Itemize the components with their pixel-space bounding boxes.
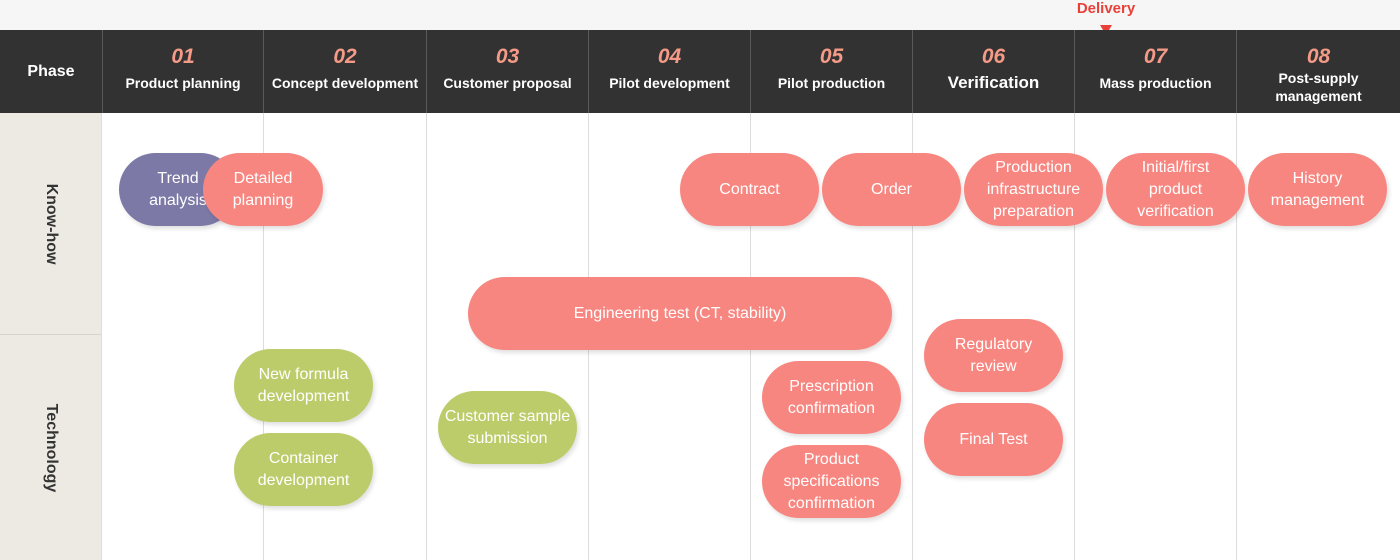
phase-02: 02 Concept development [264, 30, 427, 113]
task-customer-sample-submission: Customer sample submission [438, 391, 577, 464]
phase-name: Pilot production [777, 75, 886, 91]
column-divider [426, 113, 427, 560]
phase-04: 04 Pilot development [589, 30, 751, 113]
phase-number: 07 [1143, 45, 1168, 68]
task-production-infrastructure-preparation: Production infrastructure preparation [964, 153, 1103, 226]
task-label: Container development [257, 449, 350, 489]
row-label-text: Know-how [43, 183, 60, 264]
column-divider [263, 113, 264, 560]
task-label: Order [871, 180, 912, 198]
task-label: Regulatory review [954, 335, 1033, 375]
row-label-technology: Technology [0, 335, 102, 560]
task-history-management: History management [1248, 153, 1387, 226]
phase-label: Phase [27, 63, 75, 80]
task-engineering-test: Engineering test (CT, stability) [468, 277, 892, 350]
phase-number: 03 [495, 45, 520, 68]
phase-name: Customer proposal [443, 75, 572, 91]
task-label: Contract [719, 180, 780, 198]
task-label: Trend analysis [149, 169, 207, 209]
task-label: Product specifications confirmation [783, 450, 880, 512]
column-divider [912, 113, 913, 560]
task-label: New formula development [257, 365, 350, 405]
task-order: Order [822, 153, 961, 226]
task-initial-first-product-verification: Initial/first product verification [1106, 153, 1245, 226]
phase-number: 01 [171, 45, 195, 68]
task-label: Prescription confirmation [787, 377, 876, 417]
phase-name: Pilot development [609, 75, 730, 91]
task-container-development: Container development [234, 433, 373, 506]
phase-number: 02 [333, 45, 357, 68]
phase-name: Mass production [1099, 75, 1212, 91]
phase-number: 05 [819, 45, 844, 68]
phase-header: Phase 01 Product planning 02 Concept dev… [0, 30, 1400, 113]
task-label: History management [1270, 169, 1365, 209]
row-label-know-how: Know-how [0, 113, 102, 335]
task-label: Engineering test (CT, stability) [573, 304, 787, 322]
phase-08: 08 Post-supply management [1237, 30, 1400, 113]
phase-number: 04 [657, 45, 682, 68]
column-divider [1074, 113, 1075, 560]
column-divider [1236, 113, 1237, 560]
task-product-specifications-confirmation: Product specifications confirmation [762, 445, 901, 518]
phase-07: 07 Mass production [1075, 30, 1237, 113]
row-label-text: Technology [43, 403, 60, 492]
task-label: Detailed planning [232, 169, 294, 209]
task-final-test: Final Test [924, 403, 1063, 476]
task-detailed-planning: Detailed planning [203, 153, 323, 226]
phase-05: 05 Pilot production [751, 30, 913, 113]
phase-number: 08 [1306, 45, 1331, 68]
phase-name: Concept development [271, 75, 419, 91]
phase-number: 06 [981, 45, 1006, 68]
top-band [0, 0, 1400, 30]
phase-01: 01 Product planning [103, 30, 264, 113]
phase-06: 06 Verification [913, 30, 1075, 113]
phase-header-cell: Phase [0, 30, 103, 113]
phase-03: 03 Customer proposal [427, 30, 589, 113]
phase-name: Product planning [125, 75, 241, 91]
task-label: Customer sample submission [444, 407, 571, 447]
task-label: Initial/first product verification [1137, 158, 1214, 220]
task-prescription-confirmation: Prescription confirmation [762, 361, 901, 434]
task-label: Final Test [959, 430, 1028, 448]
delivery-milestone-label: Delivery [1076, 0, 1136, 17]
task-contract: Contract [680, 153, 819, 226]
phase-name: Post-supply management [1275, 70, 1362, 104]
task-label: Production infrastructure preparation [986, 158, 1081, 220]
phase-name: Verification [947, 73, 1040, 92]
task-new-formula-development: New formula development [234, 349, 373, 422]
task-regulatory-review: Regulatory review [924, 319, 1063, 392]
